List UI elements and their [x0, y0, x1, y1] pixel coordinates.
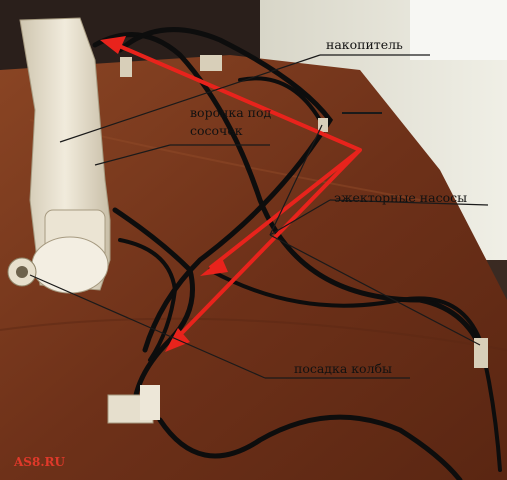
filter-housing [7, 17, 488, 424]
watermark: AS8.RU [14, 455, 65, 469]
red-arrows [109, 40, 362, 342]
label-flask-seat: посадка колбы [294, 361, 392, 376]
label-ejector-pumps: эжекторные насосы [334, 190, 468, 205]
label-accumulator: накопитель [326, 37, 403, 52]
wooden-table [0, 55, 507, 480]
label-funnel-line1: воронка под [190, 105, 272, 120]
white-cabinet [410, 0, 507, 60]
leader-lines [29, 54, 489, 379]
hoses [92, 27, 502, 480]
label-funnel-line2: сосочек [190, 123, 243, 138]
